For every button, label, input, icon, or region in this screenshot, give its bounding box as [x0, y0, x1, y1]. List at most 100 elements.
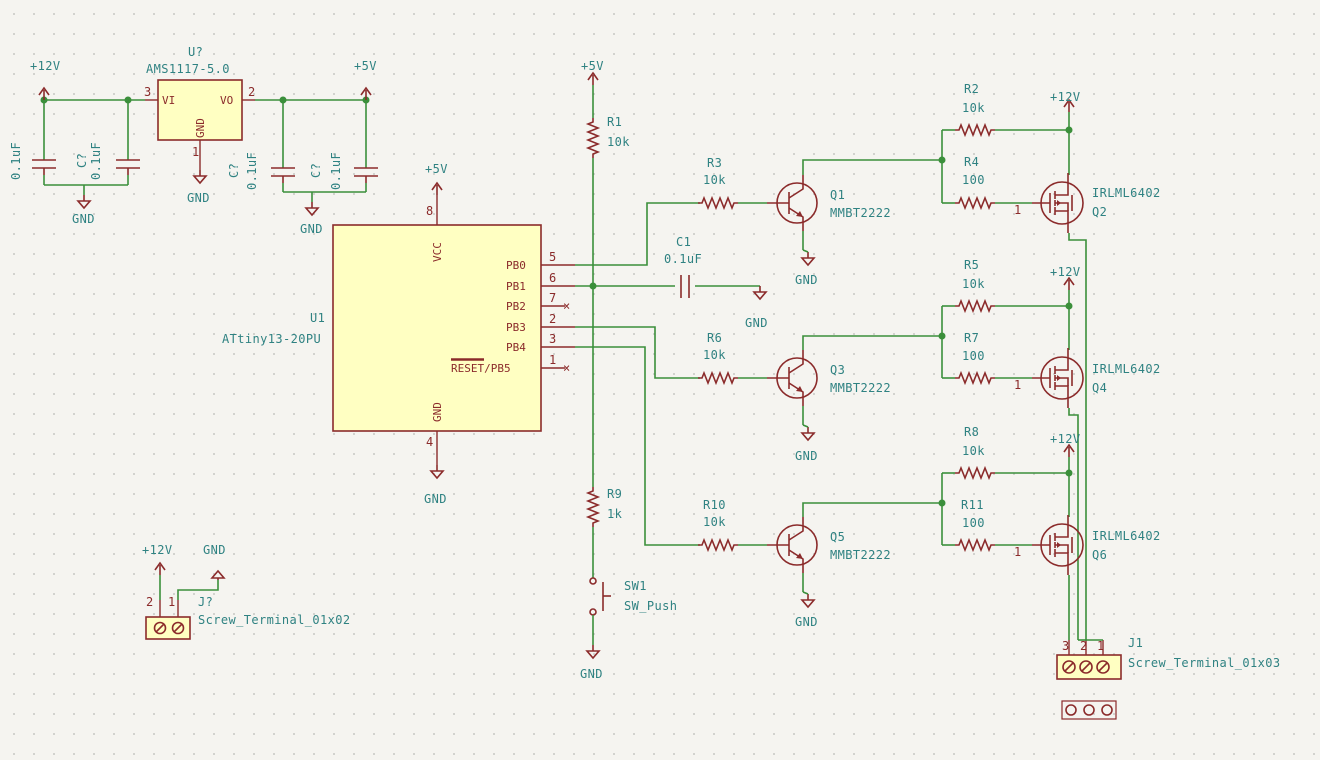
resistor-ref: R11 [961, 498, 984, 512]
svg-text:GND: GND [431, 402, 444, 422]
npn-transistor-q5[interactable] [766, 516, 818, 574]
svg-text:8: 8 [426, 204, 433, 218]
cap-value: 0.1uF [9, 142, 23, 180]
resistor-r3[interactable] [697, 197, 739, 209]
pmos-transistor-q4[interactable] [1031, 347, 1084, 409]
cap-value: 0.1uF [664, 252, 702, 266]
npn-transistor-q3[interactable] [766, 349, 818, 407]
gnd-label: GND [72, 212, 95, 226]
terminal-value: Screw_Terminal_01x02 [198, 613, 351, 627]
screw-terminal-j7[interactable] [145, 600, 191, 640]
capacitor-c7a[interactable] [32, 159, 56, 175]
resistor-r8[interactable] [954, 467, 996, 479]
transistor-value: MMBT2222 [830, 548, 891, 562]
svg-text:PB2: PB2 [506, 300, 526, 313]
resistor-r1[interactable] [587, 117, 599, 159]
resistor-r7[interactable] [954, 372, 996, 384]
cap-value: 0.1uF [89, 142, 103, 180]
svg-text:PB4: PB4 [506, 341, 526, 354]
resistor-r9[interactable] [587, 486, 599, 528]
svg-text:PB0: PB0 [506, 259, 526, 272]
svg-text:PB1: PB1 [506, 280, 526, 293]
no-connect-mark: × [563, 299, 570, 313]
terminal-ref: J? [198, 595, 213, 609]
svg-text:PB3: PB3 [506, 321, 526, 334]
resistor-r2[interactable] [954, 124, 996, 136]
pmos-transistor-q6[interactable] [1031, 514, 1084, 576]
cap-value: 0.1uF [245, 152, 259, 190]
power-label: +12V [30, 59, 61, 73]
resistor-ref: R5 [964, 258, 979, 272]
power-label: +12V [1050, 265, 1081, 279]
gnd-icon [753, 285, 767, 300]
cap-ref: C1 [676, 235, 691, 249]
gnd-label: GND [203, 543, 226, 557]
regulator-u7[interactable] [145, 79, 255, 170]
resistor-ref: R1 [607, 115, 622, 129]
capacitor-c7b[interactable] [116, 159, 140, 175]
mcu-wires [575, 202, 760, 546]
svg-text:1: 1 [549, 353, 556, 367]
capacitor-c1[interactable] [680, 275, 690, 298]
resistor-ref: R3 [707, 156, 722, 170]
power-label: +12V [1050, 90, 1081, 104]
pmos-transistor-q2[interactable] [1031, 172, 1084, 234]
resistor-r6[interactable] [697, 372, 739, 384]
terminal-ref: J1 [1128, 636, 1143, 650]
svg-text:VCC: VCC [431, 242, 444, 262]
resistor-value: 100 [962, 173, 985, 187]
npn-transistor-q1[interactable] [766, 174, 818, 232]
resistor-r4[interactable] [954, 197, 996, 209]
pin-number: 2 [248, 85, 255, 99]
mosfet-ref: Q2 [1092, 205, 1107, 219]
power-label: +12V [1050, 432, 1081, 446]
mcu-u1[interactable] [332, 195, 575, 465]
resistor-value: 1k [607, 507, 623, 521]
transistor-ref: Q3 [830, 363, 845, 377]
pin-name: VI [162, 94, 175, 107]
svg-text:4: 4 [426, 435, 433, 449]
transistor-value: MMBT2222 [830, 381, 891, 395]
gnd-icon [801, 251, 815, 266]
mosfet-ref: Q6 [1092, 548, 1107, 562]
transistor-ref: Q5 [830, 530, 845, 544]
reset-network: +5V GND [580, 59, 611, 681]
cap-value: 0.1uF [329, 152, 343, 190]
driver-stage [697, 159, 942, 608]
plus12v-power-icon [154, 562, 166, 576]
plus12v-power-icon [1063, 277, 1075, 291]
cap-ref: C? [75, 153, 89, 168]
svg-text:RESET/PB5: RESET/PB5 [451, 362, 511, 375]
resistor-r11[interactable] [954, 539, 996, 551]
pin-number: 1 [1014, 378, 1021, 392]
gnd-label: GND [300, 222, 323, 236]
terminal-value: Screw_Terminal_01x03 [1128, 656, 1281, 670]
capacitor-c7c[interactable] [271, 167, 295, 183]
gnd-label: GND [745, 316, 768, 330]
gnd-label: GND [424, 492, 447, 506]
pin-number: 1 [1014, 203, 1021, 217]
mcu-value: ATtiny13-20PU [222, 332, 321, 346]
mosfet-value: IRLML6402 [1092, 529, 1161, 543]
pin-number: 2 [1080, 639, 1087, 653]
resistor-r10[interactable] [697, 539, 739, 551]
gnd-icon [801, 593, 815, 608]
no-connect-mark: × [563, 361, 570, 375]
svg-text:6: 6 [549, 271, 556, 285]
resistor-value: 10k [607, 135, 630, 149]
resistor-ref: R10 [703, 498, 726, 512]
resistor-value: 10k [962, 277, 985, 291]
regulator-ref: U? [188, 45, 203, 59]
screw-terminal-j1[interactable] [1056, 640, 1122, 680]
push-switch-sw1[interactable] [589, 577, 611, 616]
plus5v-power-icon [360, 87, 372, 101]
gnd-icon [586, 644, 600, 659]
power-supply-section: +12V +5V C? 0.1uF 0.1uF 0.1uF C? 0.1uF C… [9, 45, 378, 236]
pin-number: 1 [168, 595, 175, 609]
pin-number: 1 [1014, 545, 1021, 559]
switch-ref: SW1 [624, 579, 647, 593]
resistor-value: 10k [703, 348, 726, 362]
resistor-r5[interactable] [954, 300, 996, 312]
capacitor-c7d[interactable] [354, 167, 378, 183]
